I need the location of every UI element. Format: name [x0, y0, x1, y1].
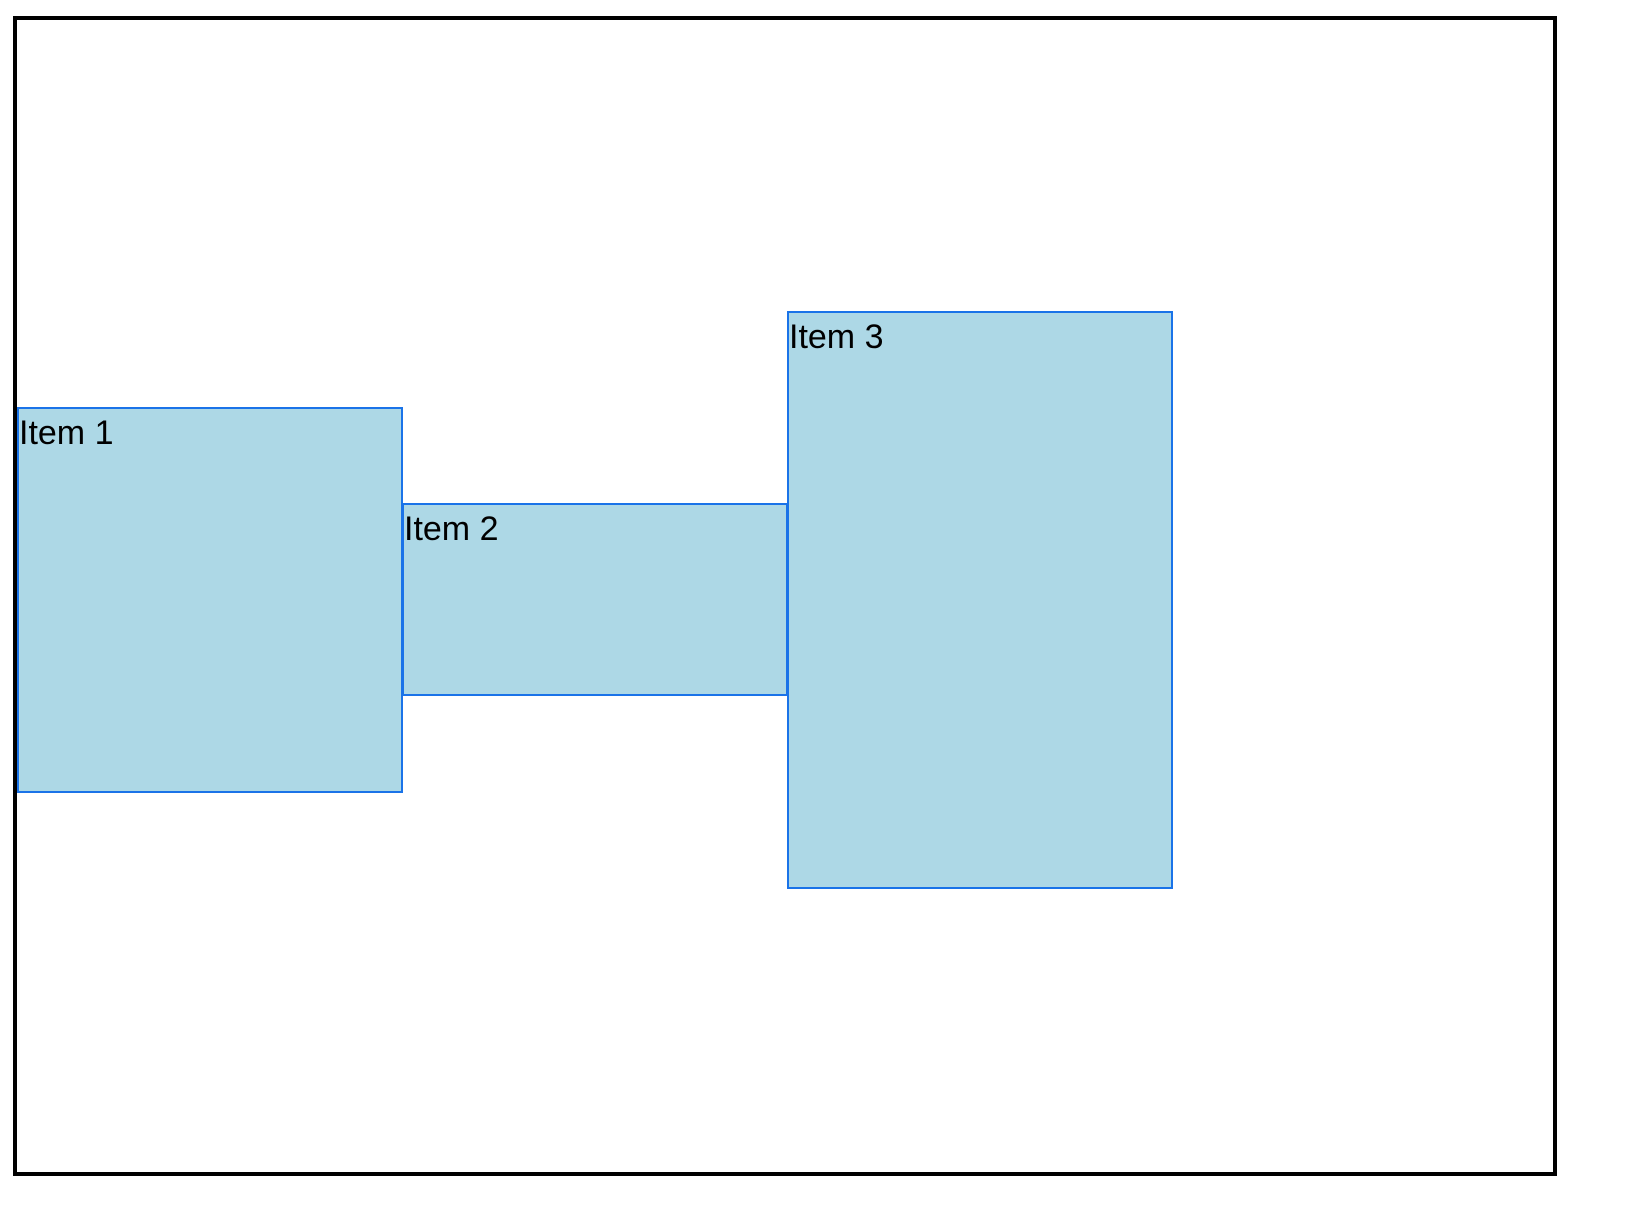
flex-item-1: Item 1: [17, 407, 403, 793]
item-label: Item 3: [789, 318, 884, 356]
item-label: Item 2: [404, 510, 499, 548]
flex-container: Item 1 Item 2 Item 3: [13, 16, 1557, 1176]
flex-item-2: Item 2: [402, 503, 788, 696]
flex-item-3: Item 3: [787, 311, 1173, 889]
item-label: Item 1: [19, 414, 114, 452]
